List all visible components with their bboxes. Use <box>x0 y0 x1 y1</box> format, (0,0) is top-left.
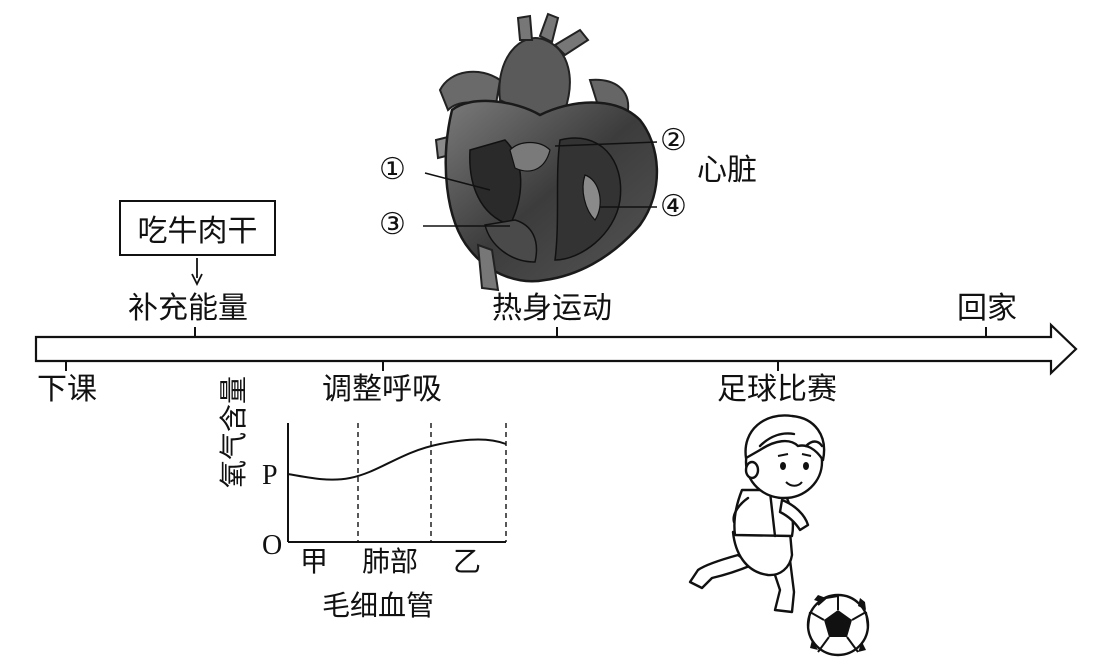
heart-label-1: ① <box>379 152 406 187</box>
heart-caption: 心脏 <box>697 153 757 188</box>
graph-origin-label: O <box>262 530 283 561</box>
graph-p-label: P <box>262 460 278 491</box>
heart-label-3: ③ <box>379 207 406 242</box>
graph-segment-yi: 乙 <box>453 545 482 578</box>
heart-label-2: ② <box>660 123 687 158</box>
timeline-label-energy: 补充能量 <box>128 291 248 326</box>
graph-segment-jia: 甲 <box>300 545 329 578</box>
snack-box-label: 吃牛肉干 <box>137 214 258 249</box>
oxygen-curve <box>287 438 507 481</box>
graph-x-axis-caption: 毛细血管 <box>322 589 435 622</box>
timeline-label-warmup: 热身运动 <box>492 291 612 326</box>
timeline-label-class-end: 下课 <box>37 372 97 407</box>
timeline-label-football: 足球比赛 <box>717 372 837 407</box>
snack-box: 吃牛肉干 <box>119 200 276 256</box>
heart-label-4: ④ <box>660 189 687 224</box>
timeline-label-home: 回家 <box>957 291 1017 326</box>
timeline-label-breathing: 调整呼吸 <box>322 372 442 407</box>
graph-segment-lung: 肺部 <box>362 545 419 578</box>
